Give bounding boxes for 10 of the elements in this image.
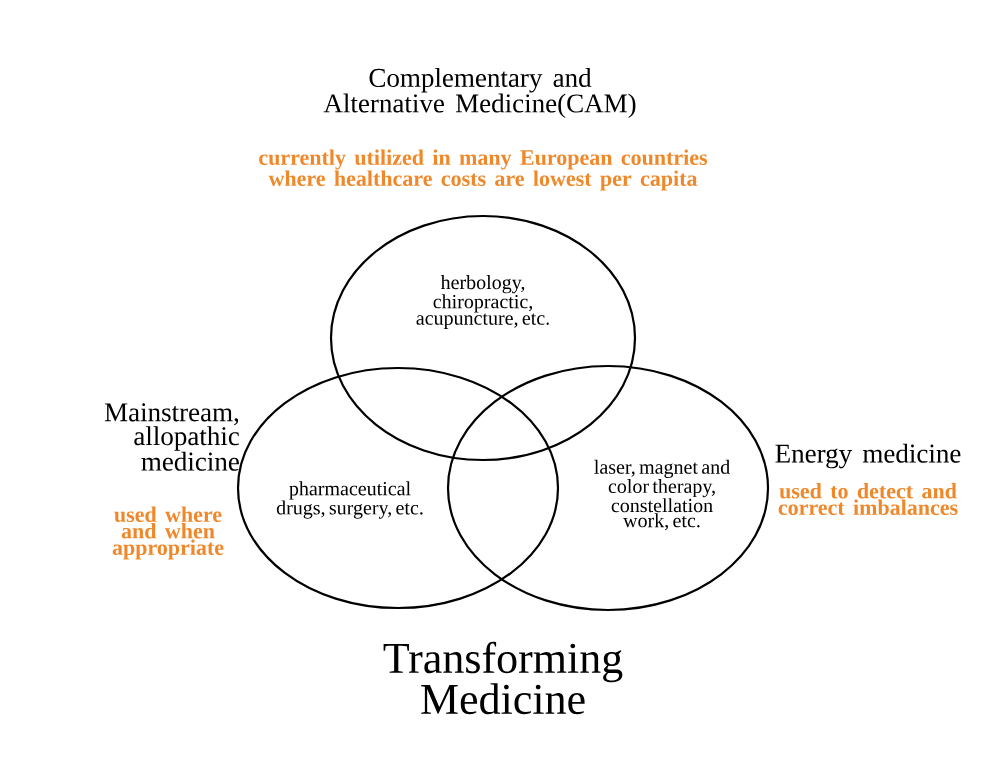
circle-text: laser, magnet and color therapy, constellation work, etc.: [594, 459, 730, 531]
title: Transforming Medicine: [383, 641, 623, 715]
group-note: used to detect and correct imbalances: [778, 483, 958, 515]
circle-text: herbology, chiropractic, acupuncture, etc.: [416, 275, 549, 329]
group-note: used where and when appropriate: [112, 506, 224, 560]
group-heading: Mainstream, allopathic medicine: [104, 403, 239, 471]
group-heading: Energy medicine: [775, 443, 961, 469]
group-note: currently utilized in many European countries where healthcare costs are lowest per capita: [259, 149, 708, 191]
circle-text: pharmaceutical drugs, surgery, etc.: [276, 481, 423, 519]
group-heading: Complementary and Alternative Medicine(CAM): [323, 67, 636, 119]
